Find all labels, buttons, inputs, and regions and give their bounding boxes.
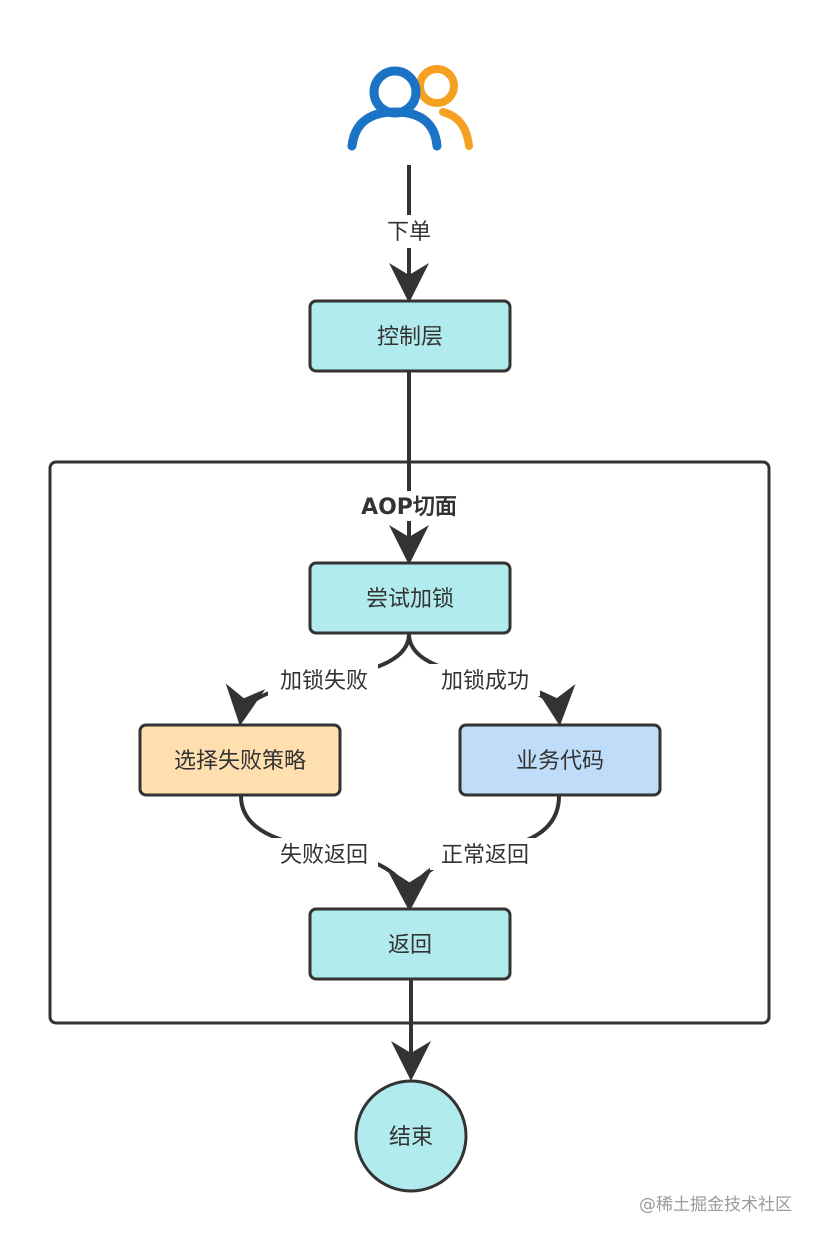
edge-label-fail-return: 失败返回 — [280, 843, 368, 868]
user-group-icon — [347, 65, 473, 151]
try-lock-node — [308, 561, 512, 635]
edge-label-order: 下单 — [387, 220, 431, 245]
fail-strategy-label: 选择失败策略 — [174, 749, 306, 774]
end-node — [354, 1079, 468, 1193]
edge-label-lock-success: 加锁成功 — [441, 669, 529, 694]
edge-label-normal-return: 正常返回 — [441, 843, 529, 868]
group-title: AOP切面 — [361, 495, 457, 520]
end-label: 结束 — [389, 1125, 433, 1150]
fail-strategy-node — [138, 723, 342, 797]
try-lock-label: 尝试加锁 — [366, 587, 454, 612]
business-label: 业务代码 — [516, 749, 604, 774]
edge-label-lock-fail: 加锁失败 — [280, 669, 368, 694]
controller-label: 控制层 — [377, 325, 443, 350]
return-node — [308, 907, 512, 981]
return-label: 返回 — [388, 933, 432, 958]
controller-node — [308, 299, 512, 373]
business-node — [458, 723, 662, 797]
watermark: @稀土掘金技术社区 — [639, 1195, 792, 1215]
